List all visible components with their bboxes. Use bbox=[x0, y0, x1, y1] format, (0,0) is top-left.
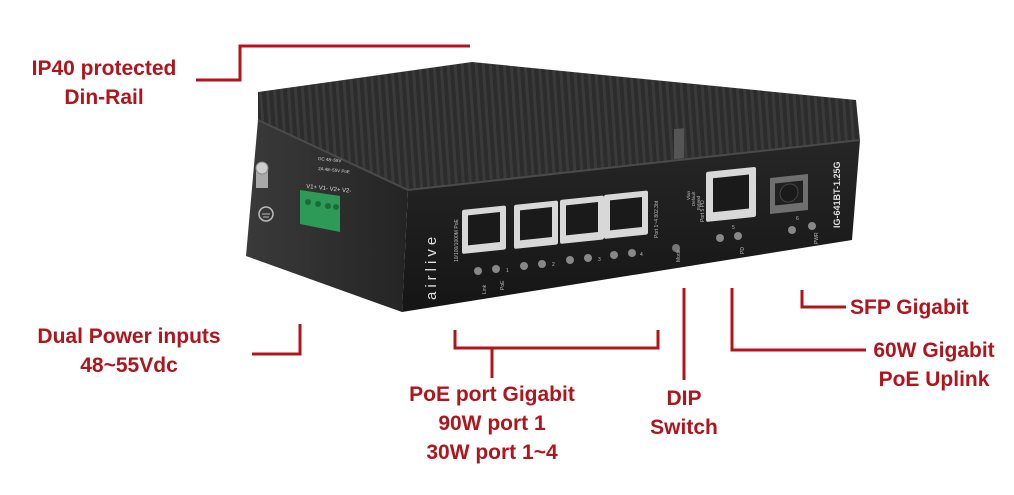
rj45-ports bbox=[462, 190, 648, 254]
dip-option-3: Extend bbox=[696, 195, 701, 210]
uplink-callout: 60W Gigabit PoE Uplink bbox=[860, 336, 1008, 394]
power-spec-2: 2A 48~55V PoE bbox=[318, 166, 350, 174]
ground-screw bbox=[255, 161, 274, 222]
dip-line2: Switch bbox=[650, 416, 718, 439]
port-leds bbox=[474, 249, 636, 275]
power-callout: Dual Power inputs 48~55Vdc bbox=[14, 322, 244, 380]
sfp-line1: SFP Gigabit bbox=[850, 296, 969, 319]
dip-callout: DIP Switch bbox=[634, 384, 734, 442]
power-spec-1: DC 48~55V bbox=[318, 156, 342, 163]
poe-line3: 30W port 1~4 bbox=[426, 441, 558, 464]
led-pd-label: PD bbox=[740, 247, 746, 254]
uplink-number: 5 bbox=[732, 225, 735, 231]
power-terminal-block bbox=[300, 190, 340, 232]
uplink-header-label: Port 5 PD bbox=[700, 200, 706, 222]
led-poe-label: PoE bbox=[500, 280, 506, 290]
port-number-3: 3 bbox=[598, 257, 601, 263]
model-label: IG-641BT-1.25G bbox=[832, 161, 842, 228]
port-range-label: Port 1~4 802.3bt bbox=[654, 200, 660, 238]
mode-label: Mode bbox=[676, 249, 682, 262]
uplink-port bbox=[706, 166, 756, 222]
led-pwr-label: PWR bbox=[814, 232, 820, 244]
uplink-line2: PoE Uplink bbox=[878, 368, 990, 391]
ip40-callout: IP40 protected Din-Rail bbox=[12, 54, 196, 112]
port-header-label: 10/100/1000M PoE bbox=[454, 219, 460, 262]
uplink-line1: 60W Gigabit bbox=[873, 339, 995, 362]
port-number-4: 4 bbox=[640, 252, 643, 258]
port-number-2: 2 bbox=[552, 262, 555, 268]
terminal-label: V1+ V1- V2+ V2- bbox=[306, 184, 352, 195]
power-line2: 48~55Vdc bbox=[80, 354, 178, 377]
poe-line2: 90W port 1 bbox=[438, 412, 546, 435]
brand-logo: airlive bbox=[423, 233, 440, 300]
sfp-cage bbox=[770, 174, 808, 214]
dip-switch bbox=[672, 128, 684, 252]
ip40-line1: IP40 protected bbox=[31, 57, 177, 80]
ip40-line2: Din-Rail bbox=[64, 86, 144, 109]
port-number-1: 1 bbox=[506, 268, 509, 274]
chassis-top bbox=[258, 62, 860, 190]
led-link-label: Link bbox=[482, 284, 488, 294]
dip-option-2: Default bbox=[691, 191, 696, 206]
power-line1: Dual Power inputs bbox=[37, 325, 221, 348]
poe-callout: PoE port Gigabit 90W port 1 30W port 1~4 bbox=[392, 380, 592, 467]
dip-option-1: Vlan bbox=[686, 190, 691, 200]
sfp-number: 6 bbox=[796, 216, 799, 222]
sfp-callout: SFP Gigabit bbox=[850, 293, 1000, 322]
dip-line1: DIP bbox=[666, 387, 702, 410]
poe-line1: PoE port Gigabit bbox=[409, 383, 575, 406]
